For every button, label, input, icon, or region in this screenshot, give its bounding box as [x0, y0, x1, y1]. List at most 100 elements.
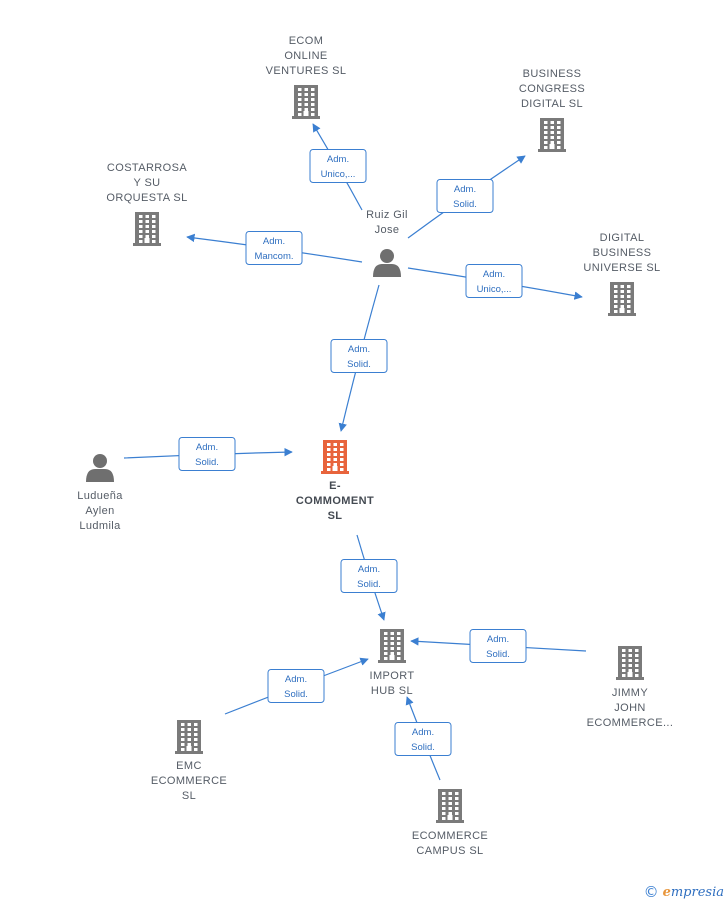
building-window	[628, 664, 632, 667]
building-base	[616, 677, 644, 680]
building-base	[436, 820, 464, 823]
node-label-line: Jose	[375, 224, 400, 236]
company-building-icon[interactable]	[616, 646, 644, 680]
person-icon[interactable]	[86, 454, 114, 482]
building-window	[455, 797, 459, 800]
building-window	[333, 463, 337, 466]
company-building-icon-highlighted[interactable]	[321, 440, 349, 474]
node-jimmy[interactable]: JIMMYJOHNECOMMERCE...	[587, 646, 674, 729]
edge-ruiz-to-costarrosa: Adm.Mancom.	[186, 231, 363, 265]
edge-label-box[interactable]	[245, 231, 303, 265]
building-window	[152, 230, 156, 233]
building-window	[152, 220, 156, 223]
building-window	[194, 738, 198, 741]
building-window	[627, 285, 631, 288]
building-window	[139, 235, 143, 238]
edge-label-box[interactable]	[469, 629, 527, 663]
brand-watermark: © empresia	[644, 883, 724, 901]
building-window	[194, 743, 198, 746]
building-window	[620, 305, 624, 308]
node-label-line: SL	[328, 510, 343, 522]
building-window	[455, 802, 459, 805]
edge-label-box[interactable]	[436, 179, 494, 213]
building-window	[557, 131, 561, 134]
building-window	[390, 647, 394, 650]
company-building-icon[interactable]	[133, 212, 161, 246]
edge-label-line: Adm.	[358, 564, 380, 575]
building-window	[187, 743, 191, 746]
building-window	[340, 463, 344, 466]
company-building-icon[interactable]	[436, 789, 464, 823]
node-label-line: EMC	[176, 760, 202, 772]
building-door	[389, 655, 395, 660]
edge-label-box[interactable]	[340, 559, 398, 593]
building-window	[628, 659, 632, 662]
edge-ruiz-to-digital: Adm.Unico,...	[407, 264, 583, 300]
building-window	[152, 225, 156, 228]
building-window	[544, 136, 548, 139]
building-window	[298, 113, 302, 116]
building-window	[139, 225, 143, 228]
edge-label-line: Solid.	[347, 359, 371, 370]
person-icon[interactable]	[373, 249, 401, 277]
building-window	[455, 817, 459, 820]
building-window	[384, 657, 388, 660]
building-window	[298, 88, 302, 91]
person-head	[380, 249, 394, 263]
building-window	[550, 131, 554, 134]
building-window	[304, 98, 308, 101]
building-window	[397, 637, 401, 640]
building-window	[627, 290, 631, 293]
node-label-line: VENTURES SL	[266, 65, 347, 77]
node-label-line: DIGITAL SL	[521, 98, 583, 110]
building-window	[187, 723, 191, 726]
building-window	[340, 468, 344, 471]
brand-name: empresia	[663, 885, 724, 900]
building-window	[620, 295, 624, 298]
edge-label-box[interactable]	[394, 722, 452, 756]
building-door	[447, 815, 453, 820]
company-building-icon[interactable]	[538, 118, 566, 152]
edge-label-box[interactable]	[465, 264, 523, 298]
building-window	[557, 136, 561, 139]
building-window	[557, 146, 561, 149]
company-building-icon[interactable]	[292, 85, 320, 119]
building-window	[614, 285, 618, 288]
building-window	[622, 669, 626, 672]
company-building-icon[interactable]	[175, 720, 203, 754]
building-window	[627, 295, 631, 298]
node-label-line: JIMMY	[612, 687, 648, 699]
building-window	[550, 141, 554, 144]
building-window	[550, 136, 554, 139]
building-window	[622, 674, 626, 677]
edge-label-box[interactable]	[309, 149, 367, 183]
node-label-line: ONLINE	[284, 50, 327, 62]
building-window	[304, 88, 308, 91]
edge-label-box[interactable]	[330, 339, 388, 373]
company-building-icon[interactable]	[378, 629, 406, 663]
building-window	[145, 230, 149, 233]
edge-label-box[interactable]	[267, 669, 325, 703]
building-window	[340, 453, 344, 456]
node-label-line: CAMPUS SL	[416, 845, 483, 857]
edge-label-box[interactable]	[178, 437, 236, 471]
building-window	[635, 649, 639, 652]
building-window	[390, 637, 394, 640]
building-window	[181, 748, 185, 751]
building-base	[321, 471, 349, 474]
edge-label-line: Solid.	[486, 649, 510, 660]
company-building-icon[interactable]	[608, 282, 636, 316]
building-window	[550, 126, 554, 129]
building-door	[144, 238, 150, 243]
building-window	[298, 108, 302, 111]
